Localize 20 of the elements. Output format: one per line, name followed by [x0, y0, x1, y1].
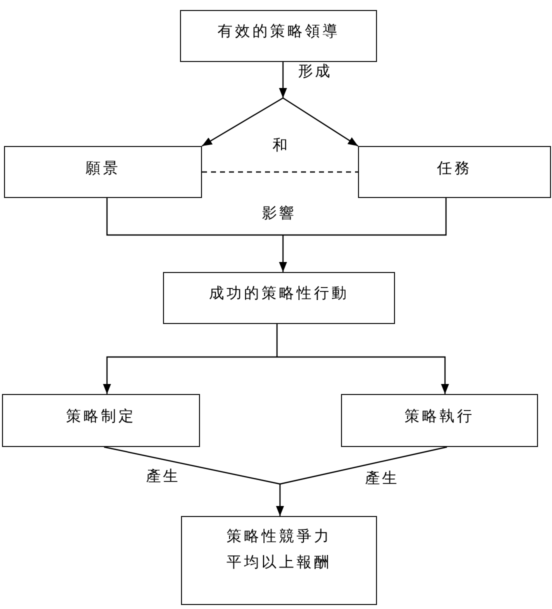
process-box: 有效的策略領導	[180, 10, 377, 62]
arrow	[279, 62, 287, 98]
process-box: 策略性競爭力平均以上報酬	[181, 516, 377, 605]
process-box: 策略制定	[2, 394, 200, 447]
dashed-line	[202, 171, 358, 173]
process-box: 策略執行	[341, 394, 538, 447]
process-box: 成功的策略性行動	[163, 272, 395, 324]
arrow	[276, 484, 284, 516]
arrow	[103, 356, 277, 394]
connector-line	[276, 324, 278, 357]
process-box: 願景	[4, 146, 202, 198]
arrow	[282, 98, 358, 146]
connector-line	[104, 446, 280, 485]
connector-line	[283, 198, 447, 236]
arrow	[202, 97, 284, 147]
arrow	[277, 356, 449, 394]
process-box: 任務	[358, 146, 551, 198]
connector-line	[280, 446, 448, 485]
connector-line	[106, 198, 283, 236]
arrow	[279, 235, 287, 272]
